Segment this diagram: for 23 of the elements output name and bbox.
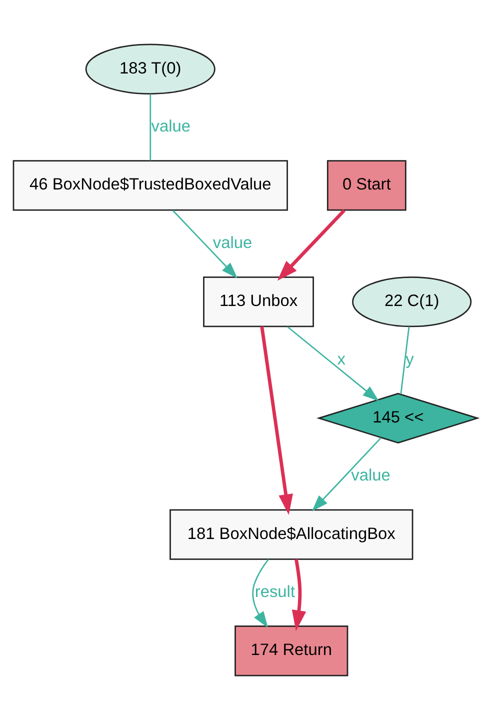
arrow: [252, 558, 269, 628]
edge-label: value: [351, 466, 390, 484]
arrow: [312, 436, 382, 511]
edge-label: y: [406, 350, 414, 368]
connector: [150, 94, 152, 160]
node-box: 46 BoxNode$TrustedBoxedValue: [12, 160, 288, 210]
edge-label: x: [337, 350, 346, 368]
node-box: 0 Start: [326, 160, 406, 210]
arrow: [172, 209, 238, 278]
edge-label: value: [151, 117, 191, 136]
node-box: 181 BoxNode$AllocatingBox: [170, 508, 414, 560]
edge-label: value: [212, 233, 252, 252]
node-diamond: 145 <<: [316, 392, 480, 444]
node-ellipse: 183 T(0): [85, 43, 216, 94]
arrow: [287, 326, 380, 401]
connector: [400, 326, 410, 394]
node-box: 174 Return: [234, 625, 348, 676]
edge-label: result: [254, 582, 296, 600]
node-box: 113 Unbox: [203, 276, 314, 327]
arrow: [277, 208, 346, 280]
node-ellipse: 22 C(1): [352, 276, 472, 327]
arrow: [260, 326, 293, 514]
arrow: [292, 558, 306, 630]
